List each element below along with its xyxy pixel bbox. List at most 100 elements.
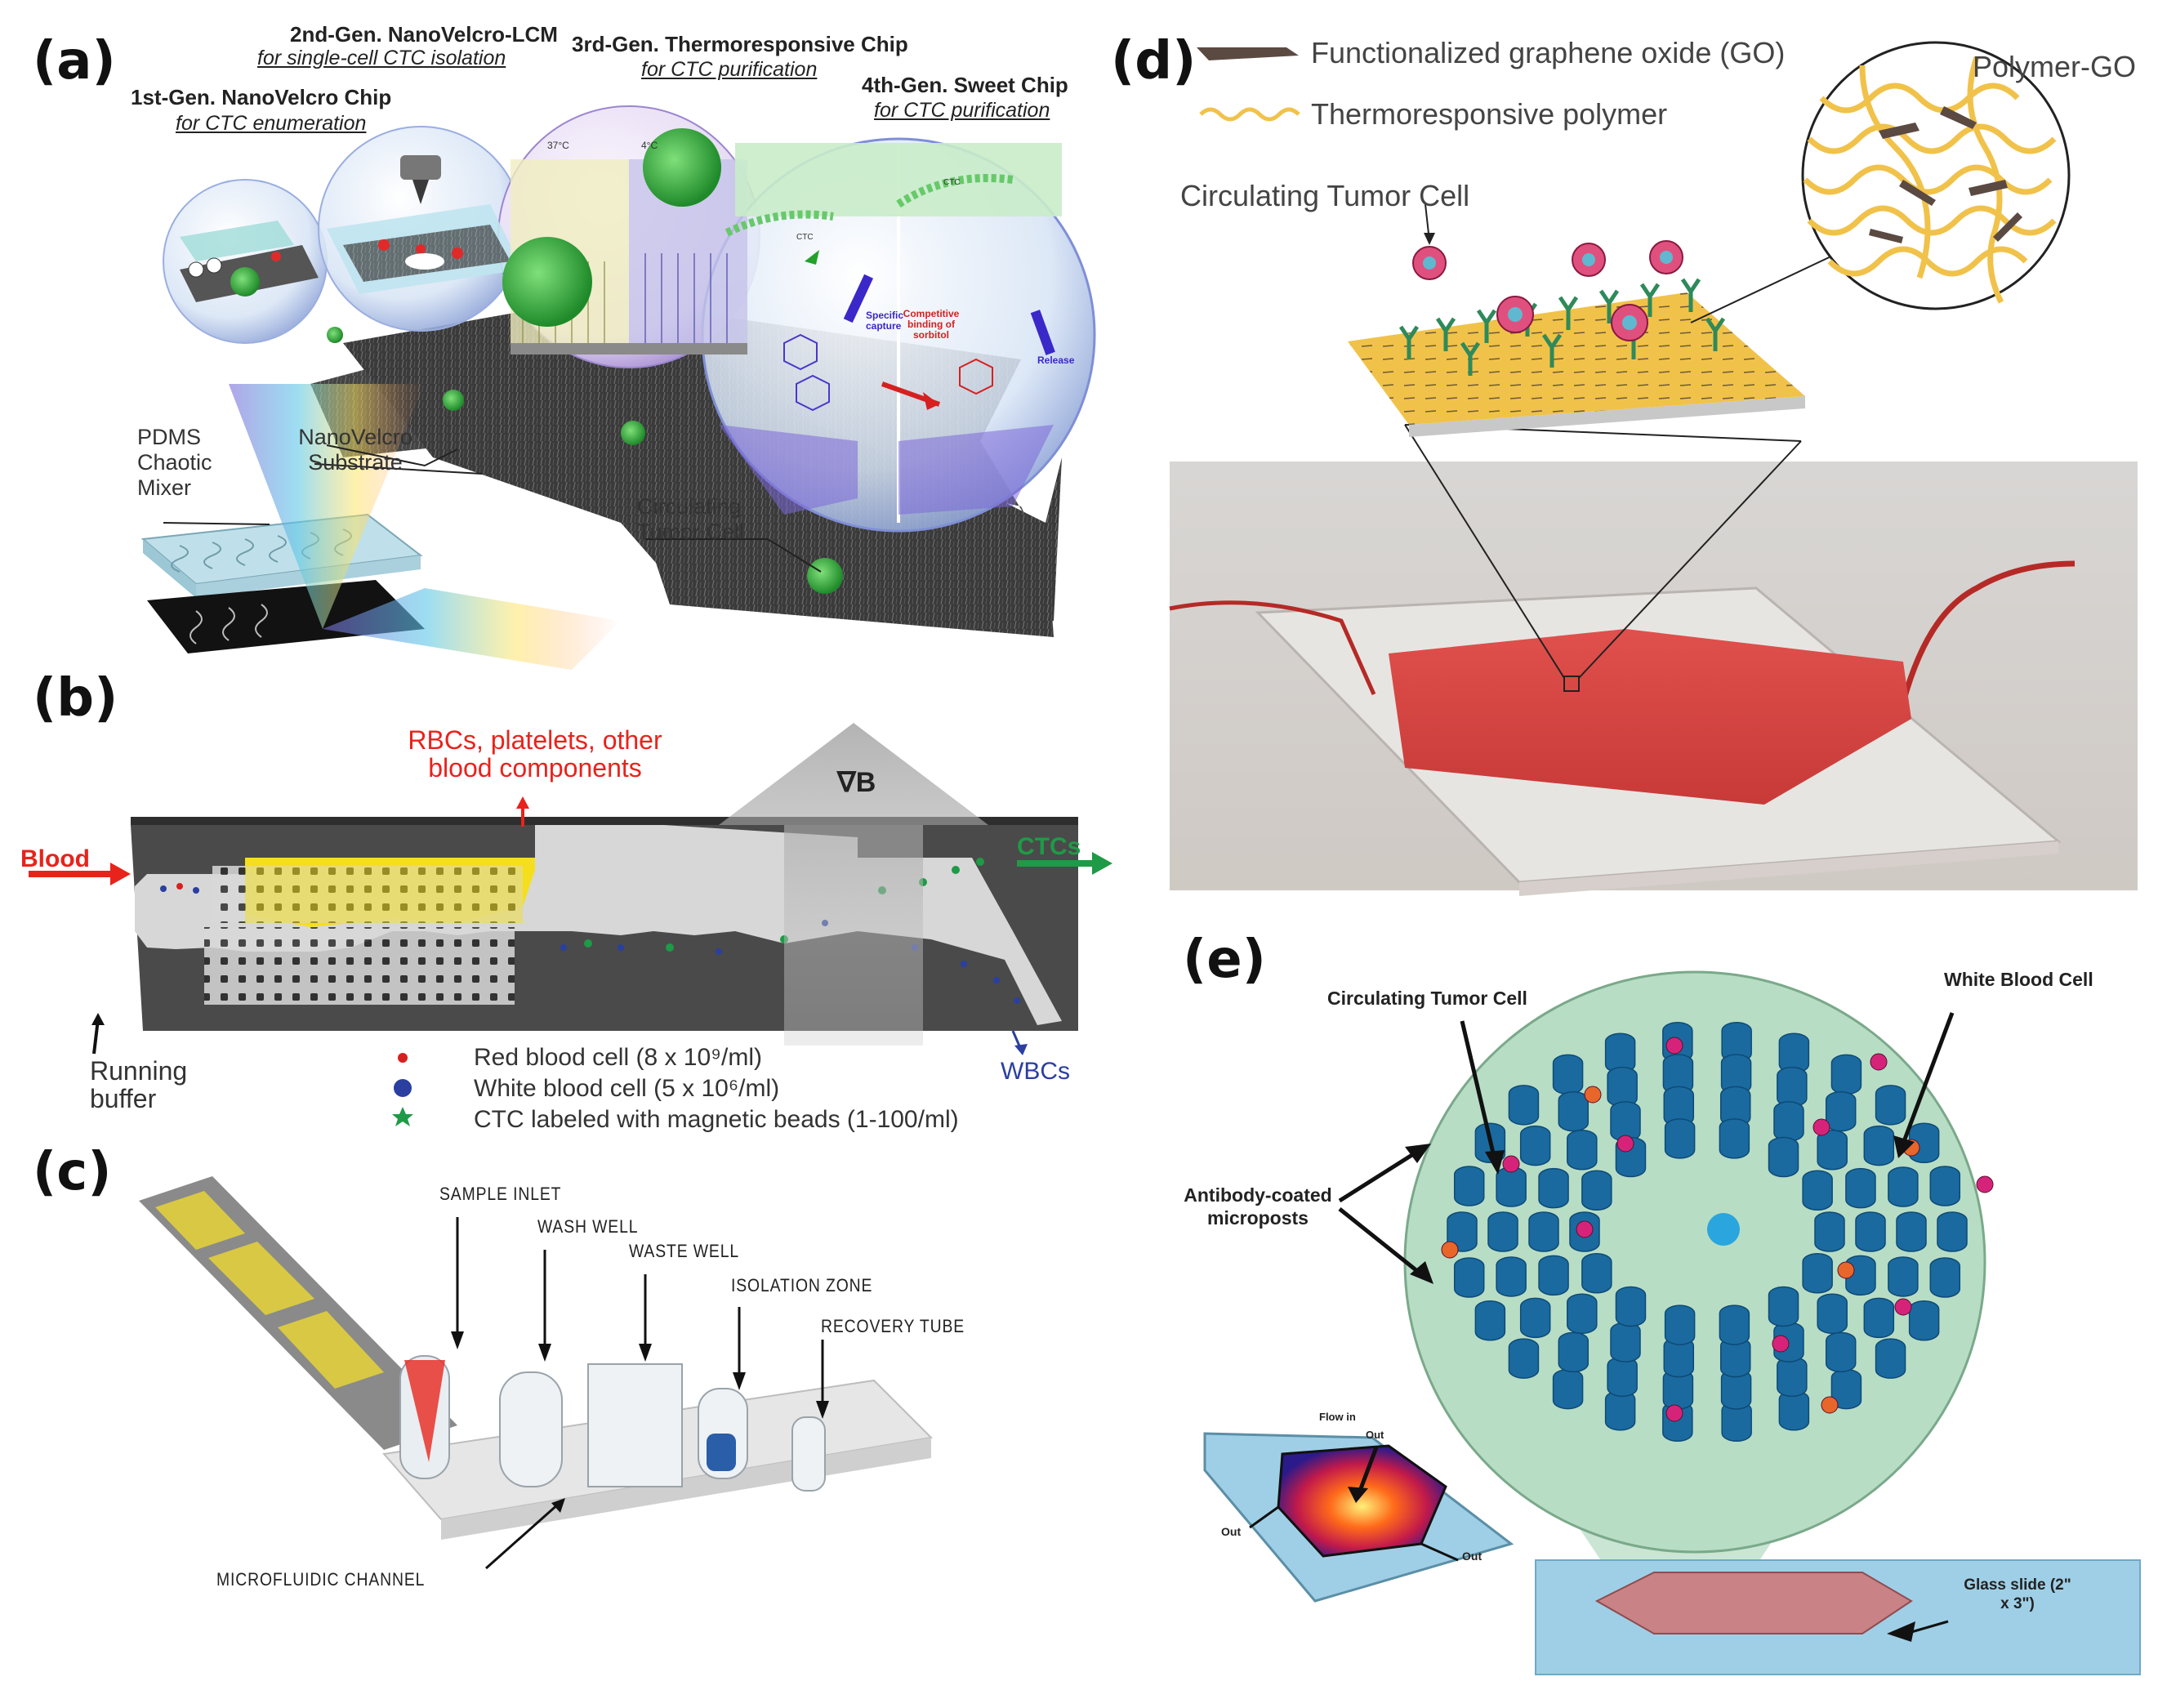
micropost [1528, 1211, 1559, 1252]
out-right-label: Out [1462, 1550, 1483, 1563]
micropost [1908, 1300, 1940, 1341]
micropost [1802, 1170, 1833, 1211]
micropost [1610, 1322, 1641, 1362]
micropost [1474, 1300, 1506, 1341]
micropost [1664, 1304, 1696, 1345]
micropost [1581, 1253, 1612, 1294]
panel-label-a: (a) [33, 31, 116, 91]
recovery-tube-label: RECOVERY TUBE [821, 1316, 965, 1336]
micropost [1863, 1297, 1895, 1339]
gen4-subtitle: for CTC purification [874, 99, 1050, 122]
gen3-subtitle: for CTC purification [641, 58, 818, 81]
micropost [1558, 1090, 1590, 1132]
legend-polymer-label: Thermoresponsive polymer [1311, 97, 1668, 131]
micropost [1719, 1118, 1750, 1159]
white-blood-cell [1837, 1261, 1855, 1279]
micropost [1929, 1166, 1961, 1206]
isolation-zone-label: ISOLATION ZONE [731, 1275, 873, 1295]
legend-go-label: Functionalized graphene oxide (GO) [1311, 36, 1786, 69]
panel-c-artwork [139, 1176, 934, 1570]
micropost [1855, 1211, 1886, 1252]
rbc-platelets-label: RBCs, platelets, other blood components [408, 725, 662, 783]
panel-d-artwork [1169, 41, 2138, 896]
tumor-cell [1665, 1404, 1683, 1422]
panel-a-artwork [140, 105, 1096, 670]
competitive-binding-label: Competitive binding of sorbitol [903, 308, 960, 341]
micropost [1558, 1331, 1590, 1373]
micropost [1607, 1066, 1638, 1108]
white-blood-cell [1584, 1086, 1602, 1104]
micropost [1888, 1166, 1919, 1207]
gen1-title: 1st-Gen. NanoVelcro Chip [131, 85, 392, 109]
tumor-cell [1812, 1118, 1830, 1136]
tumor-cell [1616, 1135, 1634, 1153]
tumor-cell [1870, 1053, 1888, 1071]
panel-b-artwork [29, 723, 1112, 1126]
micropost [1888, 1256, 1919, 1297]
micropost [1773, 1101, 1804, 1142]
micropost [1777, 1066, 1808, 1108]
release-label: Release [1037, 355, 1075, 366]
micropost-rings [1441, 1021, 1994, 1443]
gen1-subtitle: for CTC enumeration [176, 112, 367, 135]
micropost [1519, 1125, 1551, 1166]
micropost [1552, 1368, 1584, 1410]
micropost [1896, 1211, 1927, 1252]
micropost [1768, 1136, 1799, 1178]
flow-in-label: Flow in [1319, 1411, 1356, 1423]
ctcs-label: CTCs [1017, 833, 1081, 860]
micropost [1825, 1331, 1857, 1373]
microfluidic-channel-label: MICROFLUIDIC CHANNEL [216, 1569, 426, 1590]
nanovelcro-substrate-label: NanoVelcro Substrate [298, 425, 412, 475]
legend-wbc: White blood cell (5 x 10⁶/ml) [474, 1075, 780, 1102]
micropost [1845, 1255, 1876, 1296]
out-top-label: Out [1366, 1429, 1384, 1441]
circulating-tumor-cell-label-d: Circulating Tumor Cell [1180, 179, 1470, 212]
gen3-title: 3rd-Gen. Thermoresponsive Chip [572, 32, 908, 56]
micropost [1552, 1054, 1584, 1095]
micropost [1610, 1101, 1641, 1142]
micropost [1519, 1297, 1551, 1339]
micropost [1802, 1253, 1833, 1294]
blood-label: Blood [20, 845, 90, 872]
white-blood-cell-label: White Blood Cell [1944, 969, 2093, 990]
panel-label-b: (b) [33, 668, 118, 729]
micropost [1615, 1286, 1647, 1327]
tumor-cell [1894, 1298, 1912, 1316]
microposts-label: Antibody-coated microposts [1184, 1184, 1332, 1229]
micropost [1567, 1129, 1598, 1171]
micropost [1845, 1167, 1876, 1209]
circulating-tumor-cell-label-e: Circulating Tumor Cell [1327, 988, 1527, 1009]
micropost [1814, 1211, 1845, 1252]
micropost [1937, 1211, 1968, 1252]
micropost [1538, 1255, 1569, 1296]
gen2-title: 2nd-Gen. NanoVelcro-LCM [290, 22, 558, 47]
micropost [1487, 1211, 1518, 1252]
sample-inlet-label: SAMPLE INLET [439, 1184, 562, 1204]
legend-rbc: Red blood cell (8 x 10⁹/ml) [474, 1044, 762, 1071]
legend-ctc: CTC labeled with magnetic beads (1-100/m… [474, 1106, 959, 1133]
white-blood-cell [1821, 1396, 1839, 1414]
micropost [1929, 1257, 1961, 1298]
temp-37-label: 37°C [547, 140, 569, 151]
ctc-small-label-1: CTC [796, 233, 814, 242]
running-buffer-label: Running buffer [90, 1056, 188, 1113]
micropost [1875, 1338, 1906, 1379]
micropost [1453, 1257, 1485, 1298]
micropost [1777, 1356, 1808, 1398]
panel-label-e: (e) [1183, 930, 1266, 990]
temp-4-label: 4°C [641, 140, 658, 151]
panel-e-artwork [1203, 970, 2141, 1675]
micropost [1508, 1338, 1540, 1379]
tumor-cell [1772, 1335, 1790, 1353]
tumor-cell [1502, 1155, 1520, 1173]
micropost [1607, 1356, 1638, 1398]
gen4-title: 4th-Gen. Sweet Chip [862, 73, 1068, 97]
glass-slide-label: Glass slide (2" x 3") [1964, 1576, 2071, 1612]
wbcs-label: WBCs [1001, 1058, 1070, 1085]
polymer-go-label: Polymer-GO [1973, 50, 2137, 83]
tumor-cell [1976, 1175, 1994, 1193]
white-blood-cell [1441, 1241, 1459, 1259]
